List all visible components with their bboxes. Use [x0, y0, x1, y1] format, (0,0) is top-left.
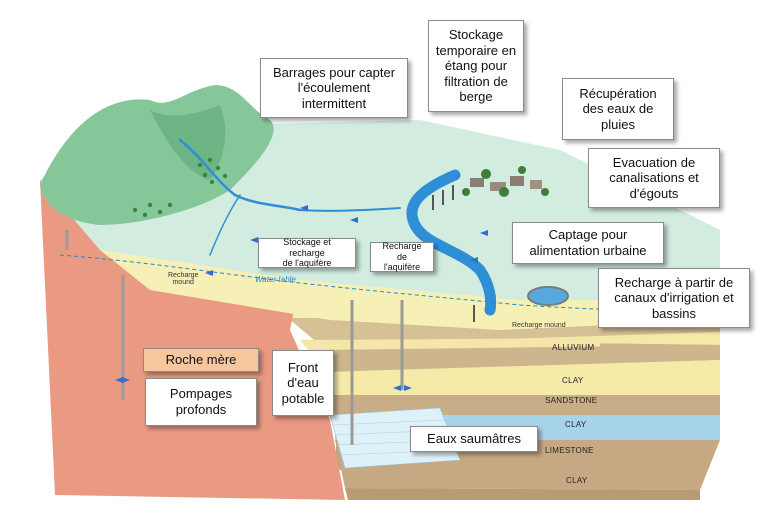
brackish-zone: [329, 407, 461, 469]
trees: [132, 157, 228, 218]
callout-eaux-saumatres: Eaux saumâtres: [410, 426, 538, 452]
village: [462, 166, 549, 197]
callout-front-eau: Front d'eau potable: [272, 350, 334, 416]
recharge-basin: [527, 286, 569, 306]
callout-stockage-recharge: Stockage et recharge de l'aquifère: [258, 237, 356, 268]
callout-stockage-etang: Stockage temporaire en étang pour filtra…: [428, 20, 524, 112]
callout-recharge-aquifere: Recharge de l'aquifère: [370, 241, 434, 272]
callout-evacuation: Evacuation de canalisations et d'égouts: [588, 148, 720, 208]
piezometers: [432, 185, 475, 322]
callout-recharge-canaux: Recharge à partir de canaux d'irrigation…: [598, 268, 750, 328]
recharge-mound-left-label: Recharge mound: [168, 272, 199, 286]
recharge-mound-right-label: Recharge mound: [512, 322, 566, 329]
callout-captage: Captage pour alimentation urbaine: [512, 222, 664, 264]
stratum-alluvium: ALLUVIUM: [552, 343, 595, 352]
callout-barrages: Barrages pour capter l'écoulement interm…: [260, 58, 408, 118]
stratum-clay-3: CLAY: [566, 476, 588, 485]
callout-pompages: Pompages profonds: [145, 378, 257, 426]
stratum-clay-1: CLAY: [562, 376, 584, 385]
callout-recuperation: Récupération des eaux de pluies: [562, 78, 674, 140]
stratum-clay-2: CLAY: [565, 420, 587, 429]
stratum-sandstone: SANDSTONE: [545, 396, 598, 405]
water-table-label: Water table: [255, 275, 296, 284]
river: [178, 138, 497, 316]
stratum-limestone: LIMESTONE: [545, 446, 594, 455]
callout-roche-mere: Roche mère: [143, 348, 259, 372]
